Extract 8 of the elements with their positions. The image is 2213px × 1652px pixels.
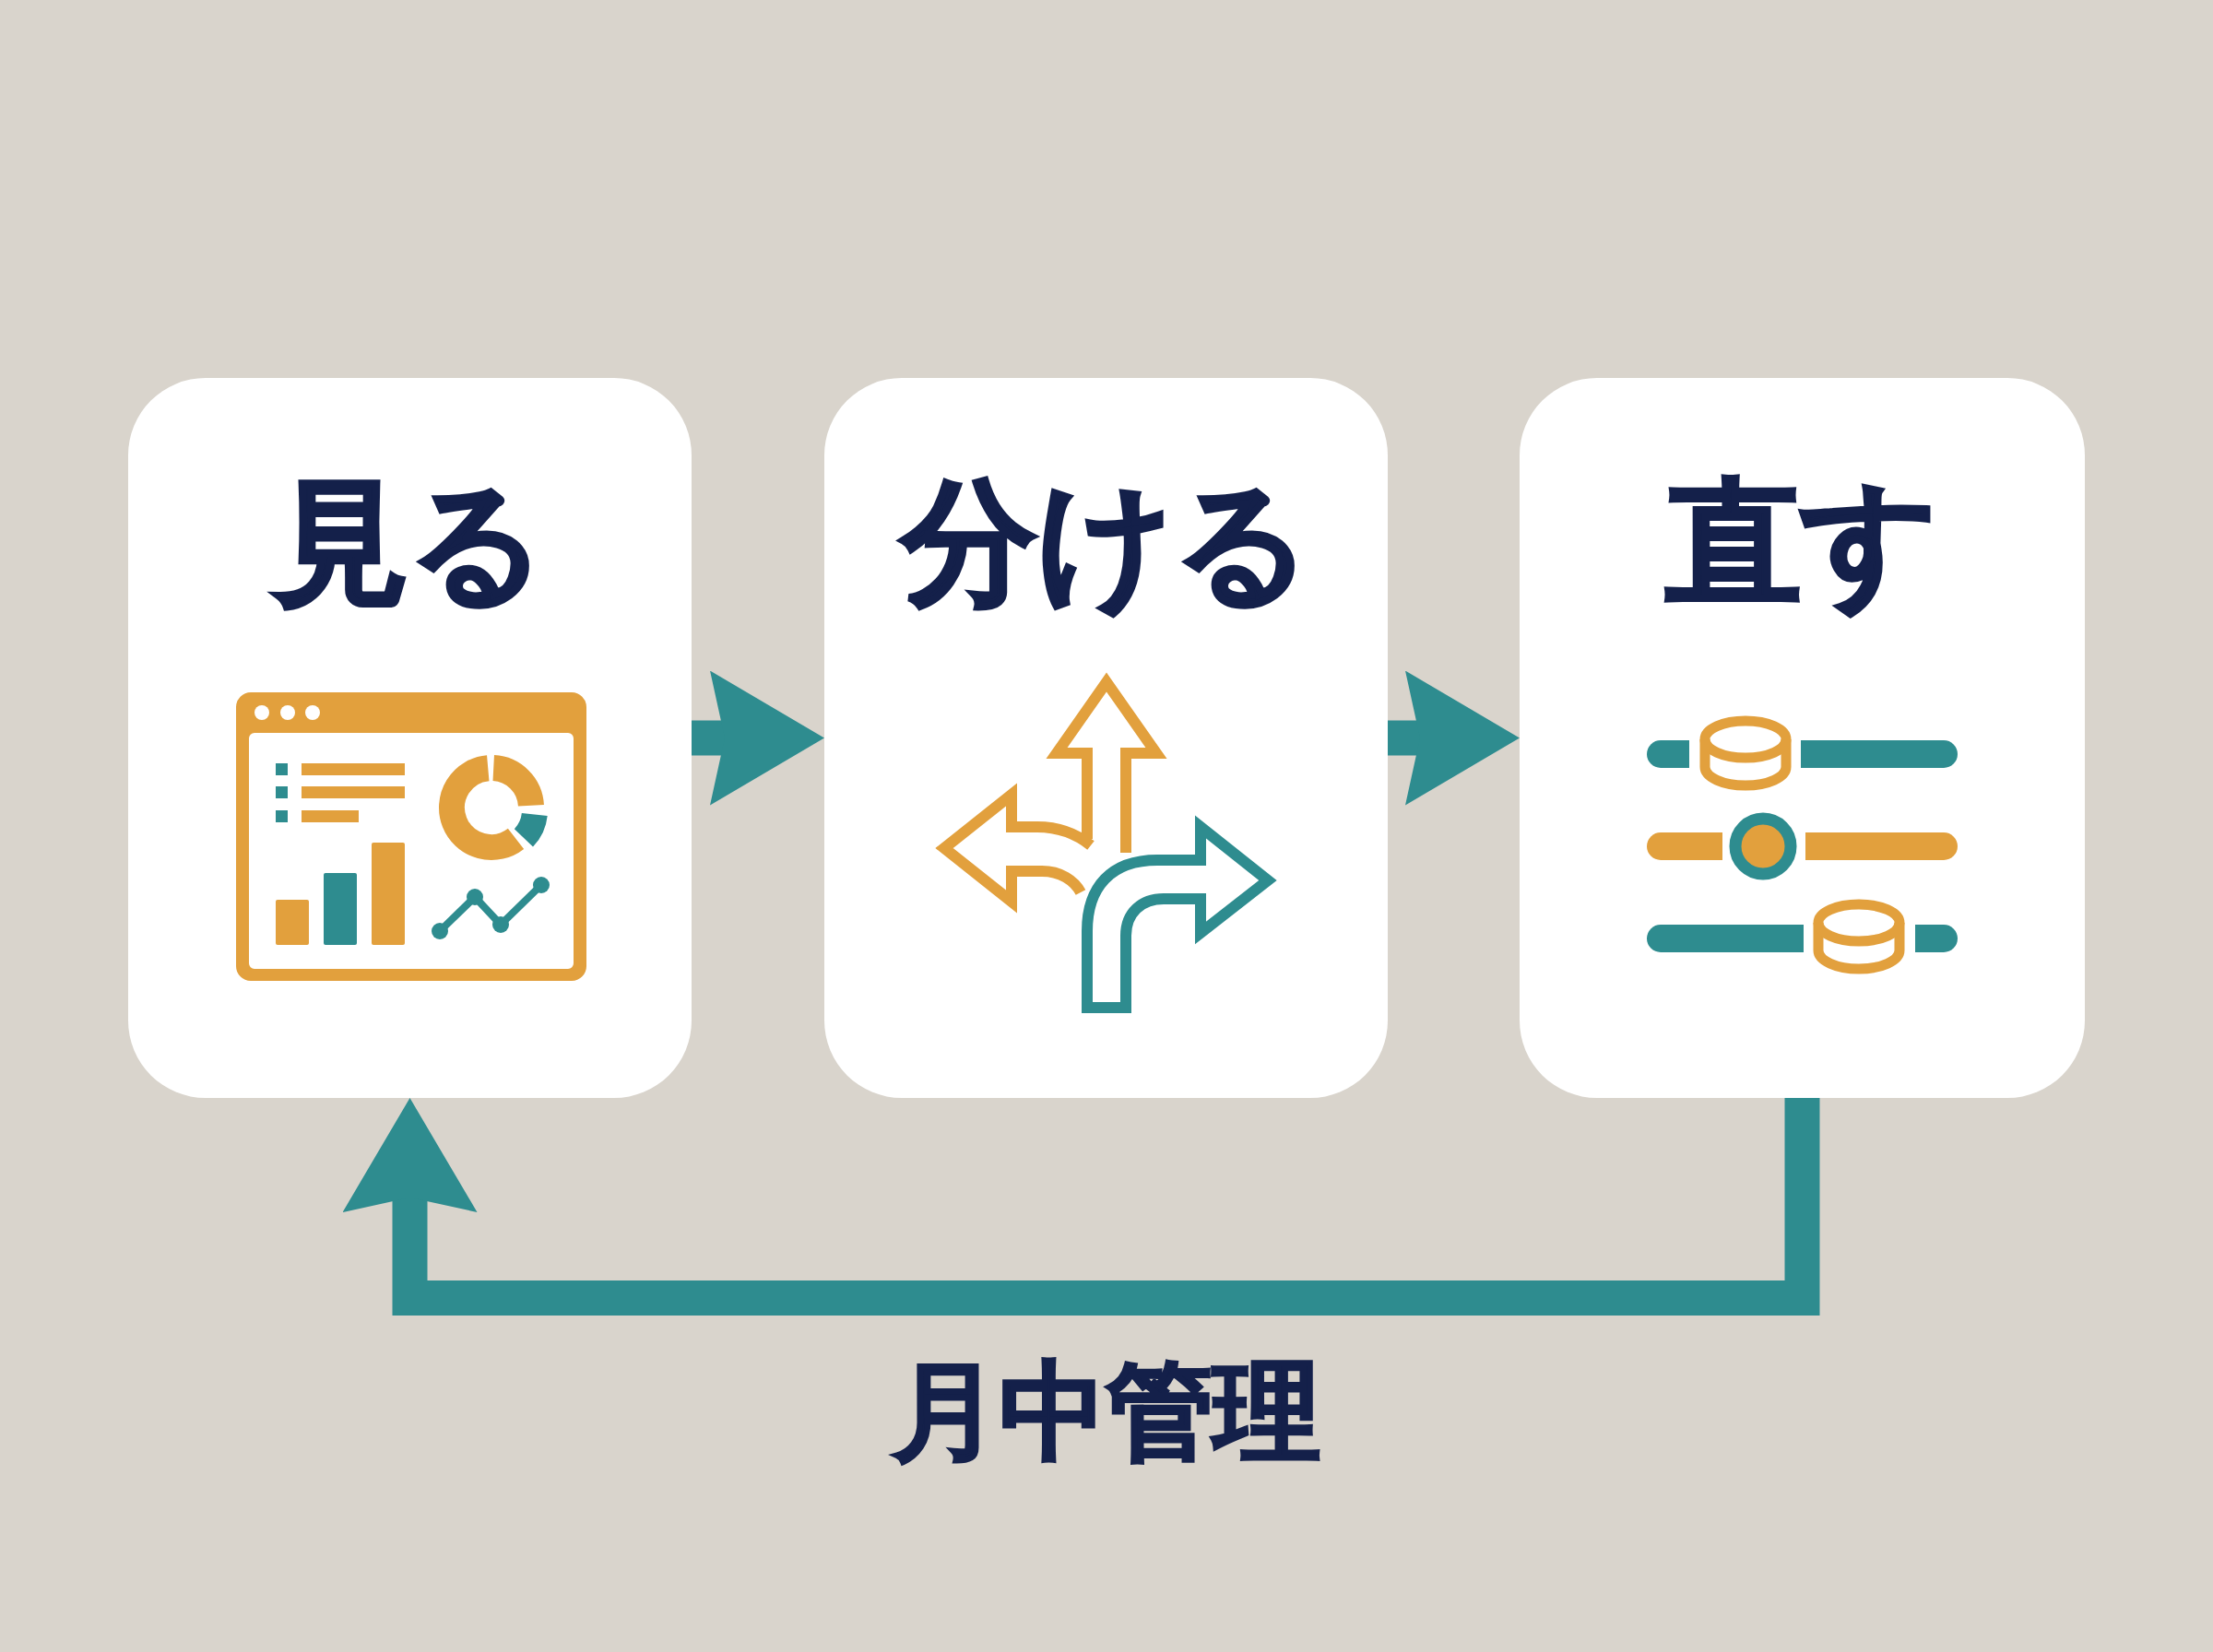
process-box: [128, 378, 692, 1098]
process-box: [824, 378, 1388, 1098]
arrow: [1388, 670, 1520, 806]
arrow: [342, 1098, 1820, 1316]
arrow: [692, 670, 824, 806]
process-box: [1520, 378, 2085, 1098]
edge-label: 月中管理: [892, 1355, 1320, 1468]
box-title: 見る: [274, 472, 546, 614]
